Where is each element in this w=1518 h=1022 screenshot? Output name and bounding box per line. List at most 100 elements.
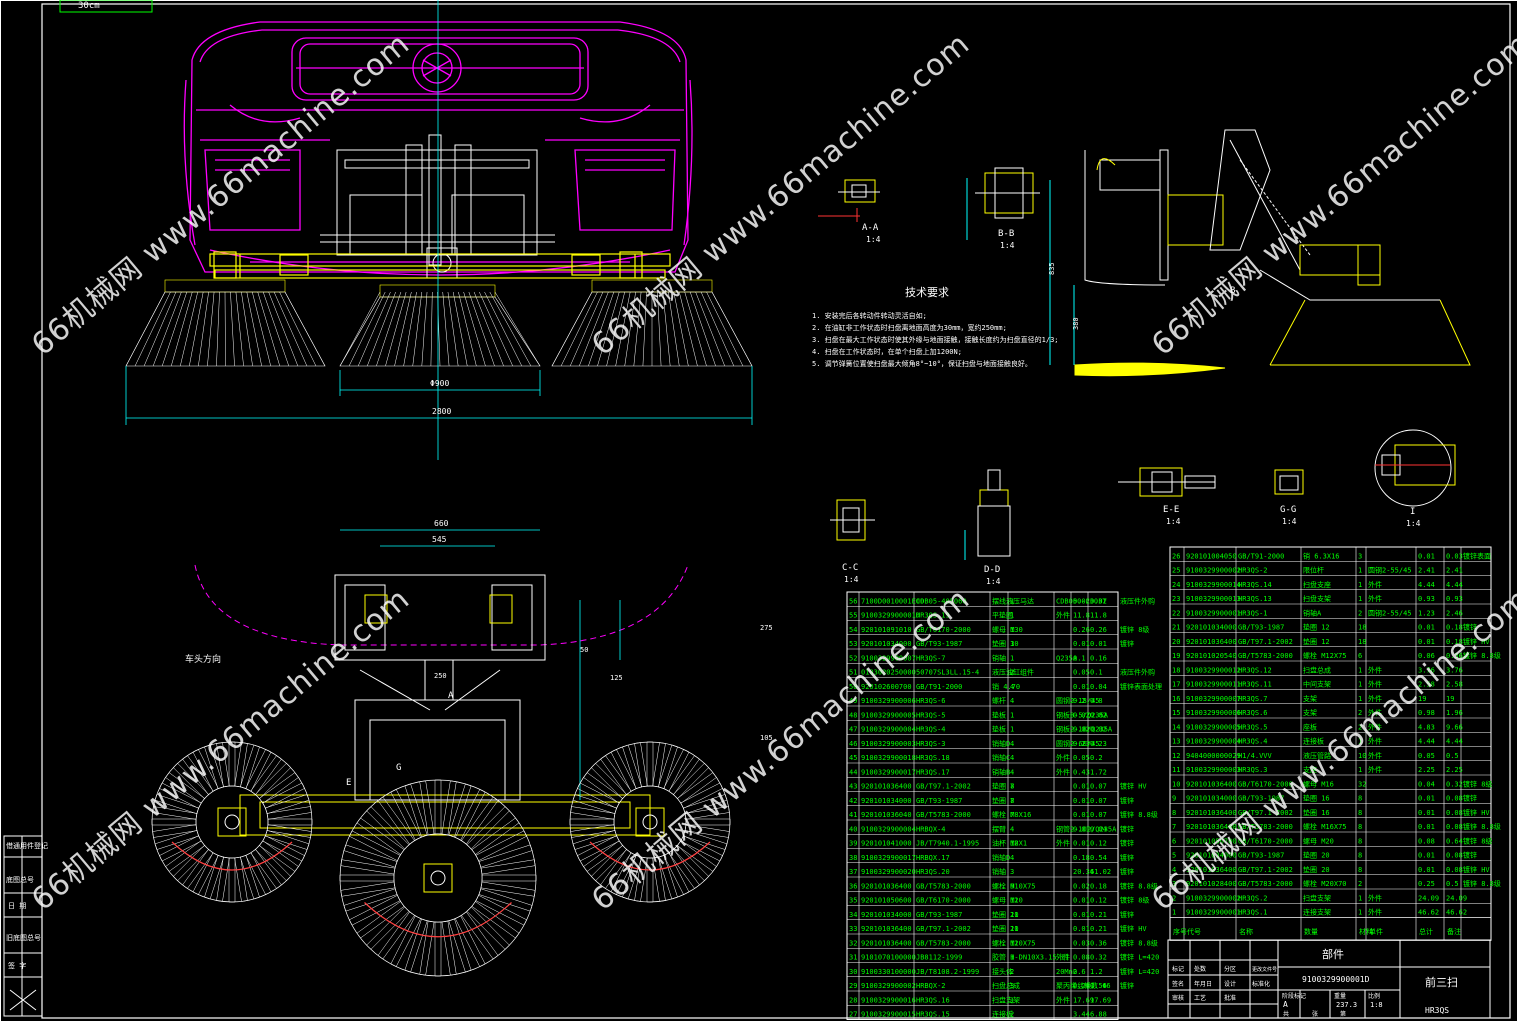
bom-cell: 51 [849,669,857,677]
bom-cell: 0.2 [1090,754,1103,762]
bom-cell: GB/T93-1987 [1238,852,1284,860]
dim-side-h: 835 [1048,262,1056,275]
bom-cell: 0.01 [1073,683,1090,691]
bom-cell: 34 [849,911,857,919]
bom-cell: 920101034000 [861,911,912,919]
bom-cell: 8 [1172,809,1176,817]
bom-cell: 9100329900014 [1186,581,1241,589]
bom-cell: 2.25 [1418,766,1435,774]
bom-cell: 43 [849,783,857,791]
bom-cell: 镀锌 [1463,794,1477,803]
tb-label-10: 批准 [1224,994,1236,1002]
bom-cell: HRBQX-4 [916,825,946,833]
label-bb: B-B [998,229,1014,239]
model: HR3QS [1425,1006,1449,1015]
bom-cell: 螺栓 M8X16 [992,810,1031,819]
bom-cell: 销 4.70 [992,682,1020,691]
mark-b: B [1230,286,1235,296]
bom-cell: GB/T97.1-2002 [916,783,971,791]
bom-cell: 镀锌表面 [1463,551,1491,560]
bom-cell: HR3QS.4 [1238,738,1268,746]
bom-cell: 垫圈 8 [992,796,1014,805]
bom-cell: 0.2 [1073,697,1086,705]
bom-cell: 54 [849,626,857,634]
section-cc [830,499,875,541]
bom-cell: 液压件外购 [1120,596,1155,605]
bom-cell: 22 [1172,609,1180,617]
bom-cell: HR3QS.7 [1238,695,1268,703]
bom-cell: 38 [849,854,857,862]
dim-width-total: 2800 [432,407,451,416]
bom-cell: 920101034000 [861,640,912,648]
label-dd: D-D [984,565,1000,575]
bom-cell: 8 [1358,823,1362,831]
bom-cell: 外件 [1056,767,1070,776]
bom-cell: 12 [1010,939,1018,947]
bom-cell: 40 [849,825,857,833]
bom-cell: 0.12 [1090,897,1107,905]
weight: 237.3 [1336,1001,1357,1009]
bom-cell: 镀锌 8.8级 [1120,881,1158,890]
bom-cell: 56 [849,597,857,605]
tb-label-4: 签名 [1172,980,1184,988]
bom-cell: 920101036400 [861,882,912,890]
bom-cell: 16 [1172,695,1180,703]
bom-cell: 聚丙烯丝根数 Φ6 [1056,981,1111,990]
bom-cell: 4 [1010,683,1014,691]
bom-cell: 外件 [1368,708,1382,717]
front-brush-left [125,279,326,367]
tb-label-5: 年月日 [1194,980,1212,988]
dim-top-w: 660 [434,519,449,528]
bom-cell: 9101070100000 [861,954,916,962]
bom-cell: GB/T6170-2000 [916,897,971,905]
bom-cell: 14 [1172,723,1180,731]
dim-h3: 125 [610,674,623,682]
bom-cell: CDB05-405060 [916,597,967,605]
bom-cell: HR3QS.19 [916,612,950,620]
bom-cell: 外件 [1056,995,1070,1004]
front-brush-right [551,279,753,367]
bom-cell: 销轴B [992,767,1010,776]
front-dimensions [125,0,753,460]
bom-cell: 1 [1010,711,1014,719]
bom-cell: HR3QS.5 [1238,723,1268,731]
bom-cell: HR3QS.17 [916,768,950,776]
bom-cell: 9100329900018 [861,754,916,762]
bom-cell: 1 [1172,909,1176,917]
bom-cell: 0.43 [1073,768,1090,776]
left-top-box-label: 30cm [78,1,100,11]
bom-cell: 外件 [1368,893,1382,902]
bom-cell: 920102600700 [861,683,912,691]
bom-cell: GB/T91-2000 [916,683,962,691]
bom-cell: GB/T91-2000 [1238,552,1284,560]
bom-cell: 9100329900016 [861,996,916,1004]
tb-label-7: 标准化 [1252,980,1270,988]
bom-cell: 螺杆 [992,696,1006,705]
bom-cell: 0.01 [1418,638,1435,646]
bom-cell: 9100329900007 [1186,695,1241,703]
bom-cell: 1.96 [1446,709,1463,717]
bom-cell: 9100329900017 [861,768,916,776]
bom-cell: 0.64 [1446,837,1463,845]
bom-cell: GB/T5783-2000 [1238,652,1293,660]
bom-cell: 0.03 [1446,552,1463,560]
bom-cell: 2.58 [1418,681,1435,689]
bom-cell: 61.02 [1090,868,1111,876]
bom-cell: 9.66 [1446,723,1463,731]
bom-cell: 9100329900001 [1186,909,1241,917]
bom-cell: 1 [1358,595,1362,603]
bom-cell: GB/T97.1-2002 [1238,809,1293,817]
bom-cell: 镀锌 [1120,639,1134,648]
bom-cell: 1 [1358,666,1362,674]
bom-cell: 镀锌 HV [1120,782,1147,791]
bom-cell: 销轴D [992,853,1010,862]
bom-cell: 1 [1358,894,1362,902]
bom-cell: 外件 [1368,580,1382,589]
tb-label-6: 设计 [1224,980,1236,988]
bom-cell: 0.18 [1446,624,1463,632]
bom-cell: 垫板 [992,710,1006,719]
bom-cell: 扫盘总成 [992,981,1020,990]
bom-cell: 3 [1010,982,1014,990]
